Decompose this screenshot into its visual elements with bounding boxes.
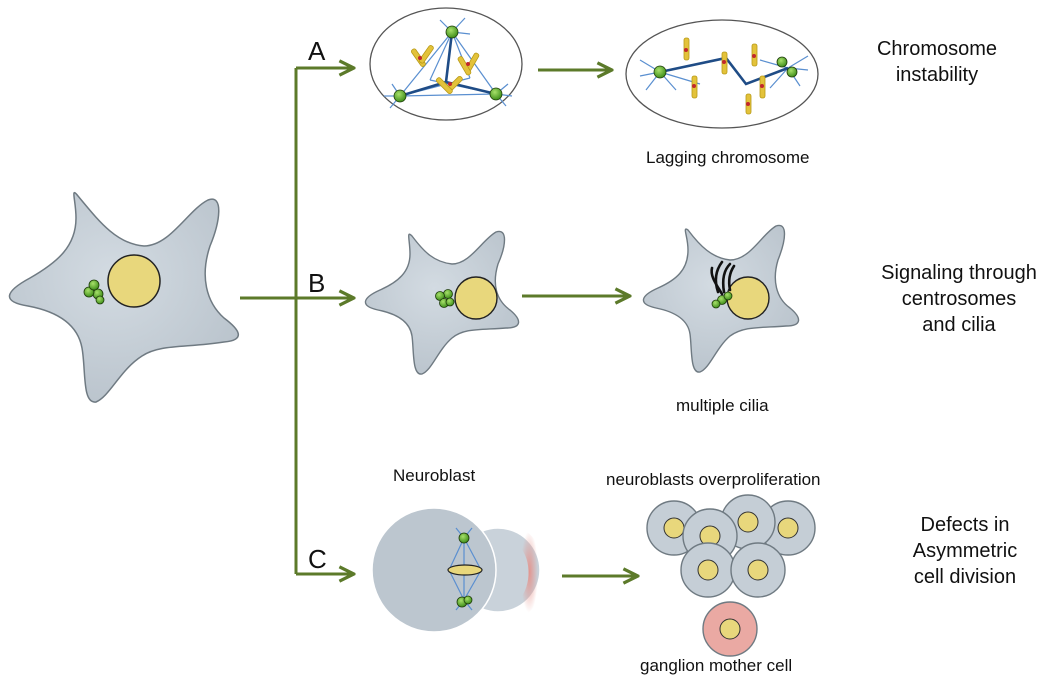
lagging-chromosome-cell [625,19,819,129]
kinetochores [684,48,764,106]
outcome-line: instability [895,64,979,86]
nucleus [107,254,161,308]
spindle-poles [393,25,503,103]
mitotic-cell-outline [369,7,523,121]
metaphase-plate [447,564,483,576]
multipolar-spindle-cell [369,7,523,121]
cilium [727,264,736,292]
spindle-poles [653,56,798,79]
centrosome-icon [463,595,473,605]
caption-multiple-cilia: multiple cilia [676,396,769,415]
outcome-asymmetric-division-defects: Defects in Asymmetric cell division [890,512,1040,590]
centrosome-icon [445,297,455,307]
basal-crescent [514,530,545,614]
caption-ganglion-mother-cell: ganglion mother cell [640,656,793,675]
centrosome-icon [653,65,667,79]
centrosome-icon [489,87,503,101]
cilium [721,262,732,294]
ganglion-mother-cell [702,601,758,657]
cilia [710,260,736,296]
neuroblast-small-cell [730,542,786,598]
neuroblast-small-cell [680,542,736,598]
centrosome-icon [711,299,721,309]
centrosome-icon [443,289,453,299]
branch-label-a: A [308,36,326,66]
neuroblast-cluster [646,494,816,598]
branch-arrows [240,68,636,576]
outcome-line: Asymmetric [912,540,1018,562]
outcome-line: centrosomes [901,288,1017,310]
neuroblast-cell [371,507,545,633]
mitotic-cell-outline [625,19,819,129]
nucleus [726,276,770,320]
caption-lagging-chromosome: Lagging chromosome [646,148,810,167]
branch-label-c: C [308,544,327,574]
outcome-line: cell division [913,566,1017,588]
centrosome-icon [95,295,105,305]
caption-neuroblasts-overproliferation: neuroblasts overproliferation [606,470,821,489]
outcome-line: Defects in [920,514,1010,536]
outcome-signaling-centrosomes-cilia: Signaling through centrosomes and cilia [870,260,1048,338]
initial-cell [8,191,239,403]
centrosome-icon [776,56,788,68]
multiciliated-cell [642,224,800,373]
centrosome-icon [458,532,470,544]
centrosome-cluster [83,279,105,305]
cilium [710,266,724,296]
centrosome-icon [786,66,798,78]
centrosome-icon [723,291,733,301]
central-spindle [659,56,789,86]
branch-label-b: B [308,268,326,298]
centrosome-cluster [711,291,733,309]
amplified-centrosome-cell [364,230,520,375]
centrosome-icon [393,89,407,103]
cilium [714,260,724,294]
centrosome-cluster [435,289,455,308]
caption-neuroblast: Neuroblast [393,466,476,485]
centrosome-icon [445,25,459,39]
nucleus [454,276,498,320]
outcome-line: and cilia [922,314,996,336]
outcome-chromosome-instability: Chromosome instability [862,36,1012,88]
kinetochores [418,56,470,86]
outcome-line: Chromosome [876,38,998,60]
centrosome-icon [88,279,100,291]
outcome-line: Signaling through [881,262,1037,284]
